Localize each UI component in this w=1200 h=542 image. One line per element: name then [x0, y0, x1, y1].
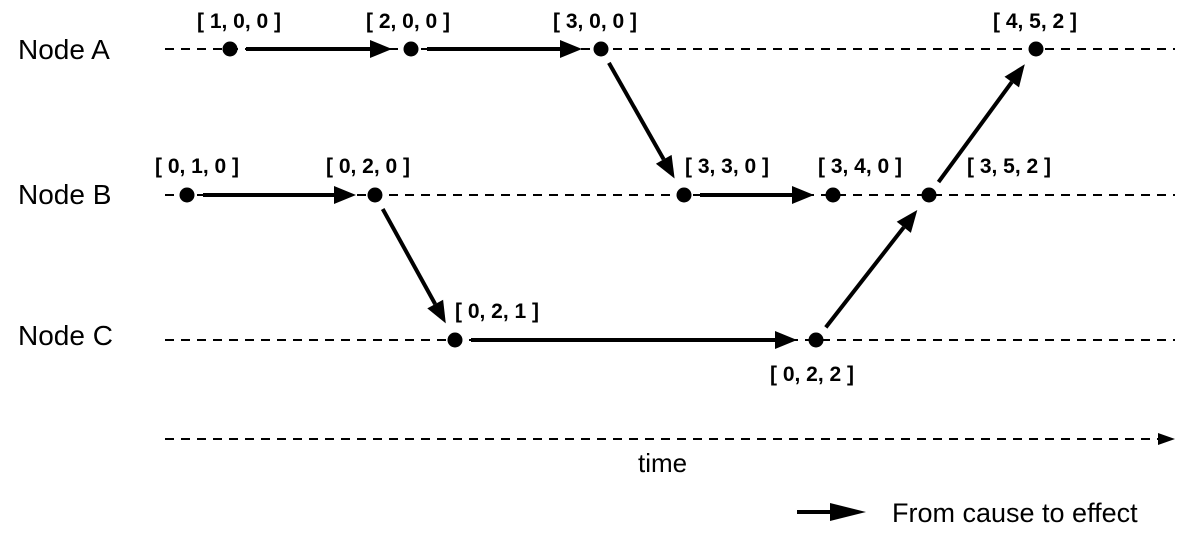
time-axis-arrowhead — [1158, 433, 1175, 445]
arrowhead-c2-b5 — [896, 210, 918, 233]
clock-label-b2: [ 0, 2, 0 ] — [326, 155, 410, 178]
legend-label: From cause to effect — [892, 498, 1138, 528]
clock-label-a3: [ 3, 0, 0 ] — [553, 10, 637, 33]
event-dot-c2 — [808, 332, 824, 348]
arrowhead-b5-a4 — [1004, 64, 1025, 88]
arrowhead-a2-a3 — [560, 40, 582, 58]
causal-arrows — [203, 40, 1025, 349]
event-dot-b3 — [676, 187, 692, 203]
clock-label-b3: [ 3, 3, 0 ] — [685, 155, 769, 178]
event-dot-b2 — [367, 187, 383, 203]
arrowhead-c1-c2 — [775, 331, 797, 349]
event-dot-b5 — [921, 187, 937, 203]
event-dot-a1 — [222, 41, 238, 57]
clock-label-a2: [ 2, 0, 0 ] — [366, 10, 450, 33]
clock-label-b1: [ 0, 1, 0 ] — [155, 155, 239, 178]
event-dot-b1 — [179, 187, 195, 203]
clock-label-b5: [ 3, 5, 2 ] — [967, 155, 1051, 178]
arrowhead-b2-c1 — [427, 299, 446, 324]
clock-label-c2: [ 0, 2, 2 ] — [770, 363, 854, 386]
arrow-c2-b5 — [824, 226, 906, 329]
legend-arrowhead-icon — [830, 503, 866, 521]
arrowhead-b3-b4 — [792, 186, 814, 204]
events — [179, 41, 1044, 348]
clock-label-b4: [ 3, 4, 0 ] — [818, 155, 902, 178]
node-label-c: Node C — [18, 320, 113, 351]
arrowhead-b1-b2 — [334, 186, 356, 204]
arrow-b2-c1 — [380, 208, 437, 306]
node-label-b: Node B — [18, 179, 111, 210]
clock-label-a1: [ 1, 0, 0 ] — [197, 10, 281, 33]
arrowhead-a1-a2 — [370, 40, 392, 58]
event-dot-b4 — [825, 187, 841, 203]
node-label-a: Node A — [18, 34, 110, 65]
arrow-b5-a4 — [936, 80, 1014, 184]
time-axis-label: time — [638, 448, 687, 478]
event-dot-c1 — [447, 332, 463, 348]
legend: From cause to effect — [797, 498, 1138, 528]
event-dot-a4 — [1028, 41, 1044, 57]
clock-label-c1: [ 0, 2, 1 ] — [455, 300, 539, 323]
event-dot-a2 — [403, 41, 419, 57]
arrowhead-a3-b3 — [655, 154, 675, 179]
arrow-a3-b3 — [607, 61, 666, 161]
clock-label-a4: [ 4, 5, 2 ] — [993, 10, 1077, 33]
event-dot-a3 — [593, 41, 609, 57]
